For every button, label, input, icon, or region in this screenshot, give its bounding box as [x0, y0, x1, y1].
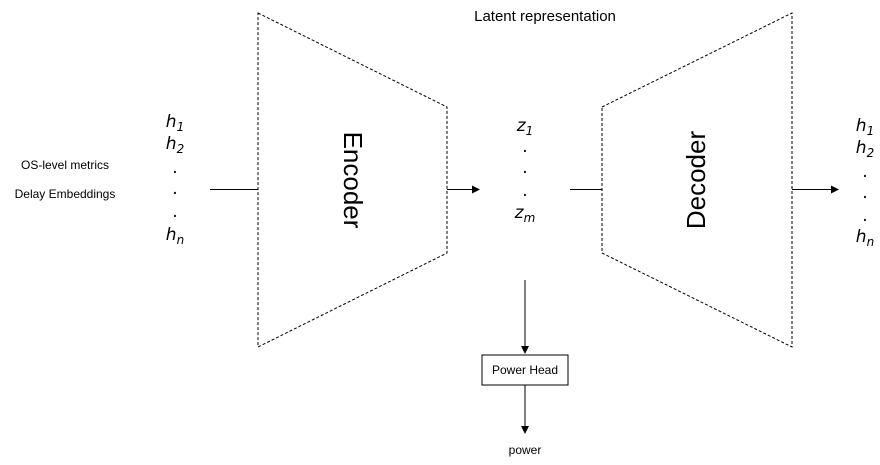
- vector-symbol-base: h: [166, 134, 177, 154]
- vector-symbol: h2: [856, 138, 874, 160]
- encoder-label: Encoder: [338, 132, 368, 229]
- vector-symbol-subscript: m: [524, 211, 536, 225]
- vector-ellipsis-dot: .: [522, 158, 527, 178]
- vector-ellipsis-dot: .: [172, 179, 177, 199]
- vector-ellipsis-dot: .: [522, 181, 527, 201]
- vector-symbol: hn: [856, 227, 874, 249]
- vector-ellipsis-dot: .: [522, 137, 527, 157]
- decoder-label: Decoder: [681, 131, 711, 230]
- vector-symbol-base: h: [856, 227, 867, 247]
- encoder-block: [257, 12, 448, 348]
- power-head-label: Power Head: [492, 363, 558, 377]
- input-label-delay-embeddings: Delay Embeddings: [15, 187, 116, 201]
- vector-symbol-base: h: [166, 112, 177, 132]
- decoder-block: [601, 12, 793, 348]
- vector-symbol: h1: [166, 112, 184, 134]
- vector-symbol: h1: [856, 116, 874, 138]
- latent-vector: z1...zm: [514, 116, 536, 225]
- power-output-label: power: [509, 443, 542, 457]
- vector-ellipsis-dot: .: [862, 183, 867, 203]
- vector-symbol-base: h: [856, 116, 867, 136]
- vector-symbol: z1: [516, 116, 534, 138]
- diagram-title: Latent representation: [474, 8, 616, 25]
- vector-symbol-subscript: 2: [867, 146, 875, 160]
- power-head-box: [481, 354, 569, 386]
- vector-ellipsis-dot: .: [172, 158, 177, 178]
- vector-symbol-subscript: n: [867, 235, 875, 249]
- vector-symbol-base: z: [516, 116, 527, 136]
- vector-symbol-subscript: n: [177, 233, 185, 247]
- vector-symbol-subscript: 2: [177, 142, 185, 156]
- vector-symbol-subscript: 1: [867, 124, 875, 138]
- vector-symbol: hn: [166, 225, 184, 247]
- input-label-os-metrics: OS-level metrics: [21, 158, 109, 172]
- vector-ellipsis-dot: .: [862, 162, 867, 182]
- vector-ellipsis-dot: .: [862, 206, 867, 226]
- vector-symbol: h2: [166, 134, 184, 156]
- vector-symbol-base: h: [166, 225, 177, 245]
- vector-symbol: zm: [514, 203, 536, 225]
- vector-symbol-base: h: [856, 138, 867, 158]
- vector-symbol-subscript: 1: [526, 124, 534, 138]
- vector-symbol-subscript: 1: [177, 120, 185, 134]
- vector-ellipsis-dot: .: [172, 202, 177, 222]
- vector-symbol-base: z: [514, 203, 525, 223]
